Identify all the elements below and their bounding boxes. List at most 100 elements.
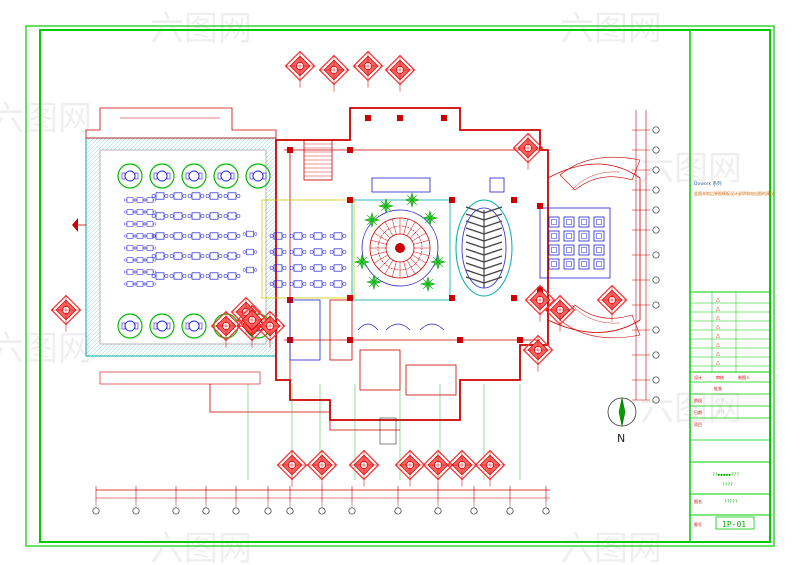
value-q1: ???? — [716, 398, 725, 403]
ornamental-diamond-icon — [512, 132, 544, 171]
label-draw: 制图人 — [738, 374, 750, 380]
svg-text:六图网: 六图网 — [0, 99, 92, 139]
hall-table-icon — [563, 216, 575, 228]
axis-bubble-icon — [652, 376, 660, 384]
axis-bubble-icon — [652, 301, 660, 309]
hall-table-icon — [593, 258, 605, 270]
svg-text:六图网: 六图网 — [150, 529, 252, 565]
sheet-inner-border — [39, 29, 771, 543]
svg-text:六图网: 六图网 — [640, 389, 742, 429]
axis-bubble-icon — [348, 507, 356, 515]
column-icon — [397, 115, 403, 121]
axis-bubble-icon — [652, 206, 660, 214]
revision-symbol: △ — [716, 342, 720, 348]
sheet-outer-border — [25, 25, 775, 547]
column-icon — [457, 337, 463, 343]
lobby-table-icon — [329, 248, 347, 256]
hall-table-icon — [548, 230, 560, 242]
hall-table-icon — [593, 230, 605, 242]
revision-symbol: △ — [716, 324, 720, 330]
axis-bubble-icon — [434, 507, 442, 515]
hall-table-icon — [578, 216, 590, 228]
tree-plant-icon — [366, 274, 382, 290]
stone-paving — [559, 156, 641, 339]
axis-bubble-icon — [542, 507, 550, 515]
column-icon — [347, 147, 353, 153]
kitchen-room — [405, 364, 457, 396]
drawing-number: 1P-01 — [722, 520, 746, 529]
ornamental-diamond-icon — [422, 449, 454, 488]
fountain-icon — [351, 199, 451, 301]
axis-bubble-icon — [506, 507, 514, 515]
axis-bubble-icon — [264, 507, 272, 515]
axis-bubble-icon — [652, 251, 660, 259]
ornamental-diamond-icon — [474, 449, 506, 488]
value-q2: ???? — [716, 410, 725, 415]
lobby-table-icon — [309, 264, 327, 272]
revision-table: △△△△△△△△ — [690, 292, 770, 372]
arch-seating — [357, 323, 445, 331]
column-icon — [449, 295, 455, 301]
project-name-en: Dowork 系列 — [694, 180, 722, 187]
column-icon — [365, 115, 371, 121]
hall-table-icon — [548, 216, 560, 228]
north-label: N — [617, 432, 625, 445]
ornamental-diamond-icon — [524, 284, 556, 323]
lobby-table-icon — [329, 264, 347, 272]
axis-bubble-icon — [652, 351, 660, 359]
north-arrow-icon — [607, 397, 637, 427]
label-check: 审核 — [716, 374, 724, 380]
stair-icon — [303, 139, 333, 181]
hall-table-icon — [563, 258, 575, 270]
right-dimension-chain — [632, 110, 660, 404]
revision-symbol: △ — [716, 351, 720, 357]
axis-bubble-icon — [394, 507, 402, 515]
reception-desk — [489, 177, 505, 193]
dimension-chain — [92, 486, 550, 515]
watermark-logo-icon: 六图网 六图网 六图网 六图网 六图网 六图网 六图网 六图网 — [0, 9, 742, 565]
lobby-area — [261, 199, 355, 299]
hall-table-icon — [563, 244, 575, 256]
office-room — [359, 349, 401, 391]
project-name-cn: 此图本地后果图模板设计说明和电出图的建议 — [694, 190, 774, 196]
axis-bubble-icon — [286, 507, 294, 515]
axis-bubble-icon — [652, 226, 660, 234]
axis-bubble-icon — [92, 507, 100, 515]
column-icon — [511, 197, 517, 203]
dining-roof-outline — [85, 107, 277, 139]
ornamental-diamond-icon — [348, 449, 380, 488]
svg-text:六图网: 六图网 — [560, 529, 662, 565]
lobby-table-icon — [309, 232, 327, 240]
lobby-table-icon — [289, 280, 307, 288]
entry-marker-icon — [72, 218, 78, 232]
axis-bubble-icon — [470, 507, 478, 515]
ornamental-diamond-icon — [306, 449, 338, 488]
ornamental-diamond-icon — [384, 54, 416, 93]
axis-bubble-icon — [652, 276, 660, 284]
lobby-table-icon — [289, 248, 307, 256]
label-date: 日期 — [694, 409, 702, 415]
ornamental-diamond-icon — [284, 50, 316, 89]
lobby-table-icon — [329, 232, 347, 240]
column-icon — [511, 295, 517, 301]
floor-plan — [72, 107, 641, 480]
svg-text:六图网: 六图网 — [640, 149, 742, 189]
label-stage: 阶段 — [694, 397, 702, 403]
revision-symbol: △ — [716, 360, 720, 366]
ornamental-diamond-icon — [352, 50, 384, 89]
svg-text:六图网: 六图网 — [560, 9, 662, 49]
axis-bubble-icon — [132, 507, 140, 515]
lobby-table-icon — [309, 248, 327, 256]
ornamental-diamond-icon — [544, 294, 576, 333]
label-proj: 项目 — [694, 421, 702, 427]
hall-table-icon — [563, 230, 575, 242]
tree-plant-icon — [404, 192, 420, 208]
column-icon — [517, 337, 523, 343]
svg-text:六图网: 六图网 — [150, 9, 252, 49]
value-q4: ???? — [722, 482, 733, 488]
revision-symbol: △ — [716, 315, 720, 321]
label-design: 设计 — [694, 374, 702, 380]
hall-table-icon — [548, 244, 560, 256]
restroom-block — [289, 299, 321, 361]
